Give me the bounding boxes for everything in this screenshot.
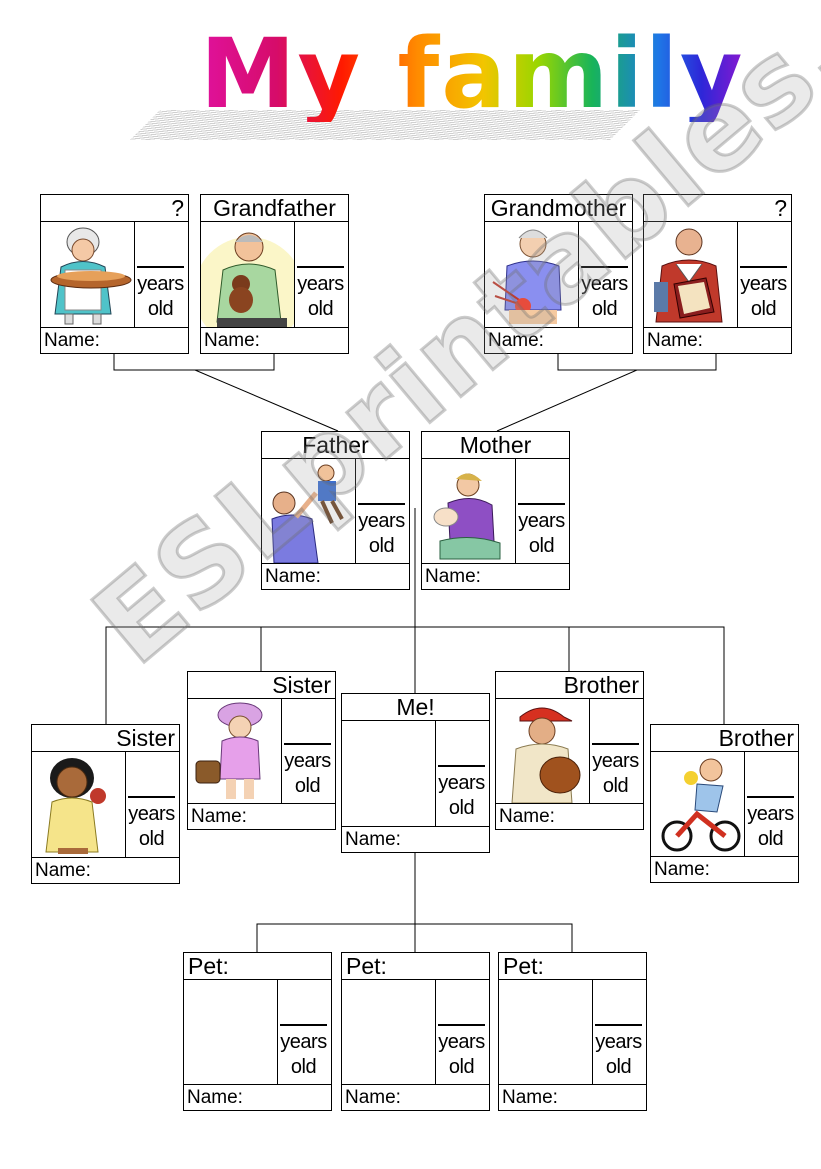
girl-icon [32,752,126,857]
name-field[interactable]: Name: [496,803,643,829]
name-field[interactable]: Name: [644,327,791,353]
girl-with-hat-icon [188,699,282,803]
grandfather-with-teddy-icon [201,222,295,327]
member-label: Sister [188,672,335,699]
boy-on-bike-icon [651,752,745,856]
grandfather-reading-icon [644,222,738,327]
member-label: Grandfather [201,195,348,222]
photo-placeholder[interactable] [342,721,436,826]
name-field[interactable]: Name: [32,857,179,883]
name-field[interactable]: Name: [485,327,632,353]
grandmother-baking-icon [41,222,135,327]
member-label: Mother [422,432,569,459]
photo-placeholder[interactable] [184,980,278,1084]
mother-with-baby-icon [422,459,516,563]
name-field[interactable]: Name: [342,1084,489,1110]
baseball-boy-icon [496,699,590,803]
member-label: Father [262,432,409,459]
member-label: ? [41,195,188,222]
name-field[interactable]: Name: [201,327,348,353]
name-field[interactable]: Name: [262,563,409,589]
photo-placeholder[interactable] [342,980,436,1084]
member-label: Brother [651,725,798,752]
name-field[interactable]: Name: [342,826,489,852]
name-field[interactable]: Name: [41,327,188,353]
member-label: Sister [32,725,179,752]
member-label: Brother [496,672,643,699]
member-label: Pet: [499,953,646,980]
father-lifting-child-icon [262,459,356,563]
name-field[interactable]: Name: [499,1084,646,1110]
member-label: ? [644,195,791,222]
name-field[interactable]: Name: [651,856,798,882]
name-field[interactable]: Name: [422,563,569,589]
member-label: Grandmother [485,195,632,222]
photo-placeholder[interactable] [499,980,593,1084]
name-field[interactable]: Name: [188,803,335,829]
grandmother-knitting-icon [485,222,579,327]
member-label: Pet: [184,953,331,980]
member-label: Pet: [342,953,489,980]
name-field[interactable]: Name: [184,1084,331,1110]
member-label: Me! [342,694,489,721]
